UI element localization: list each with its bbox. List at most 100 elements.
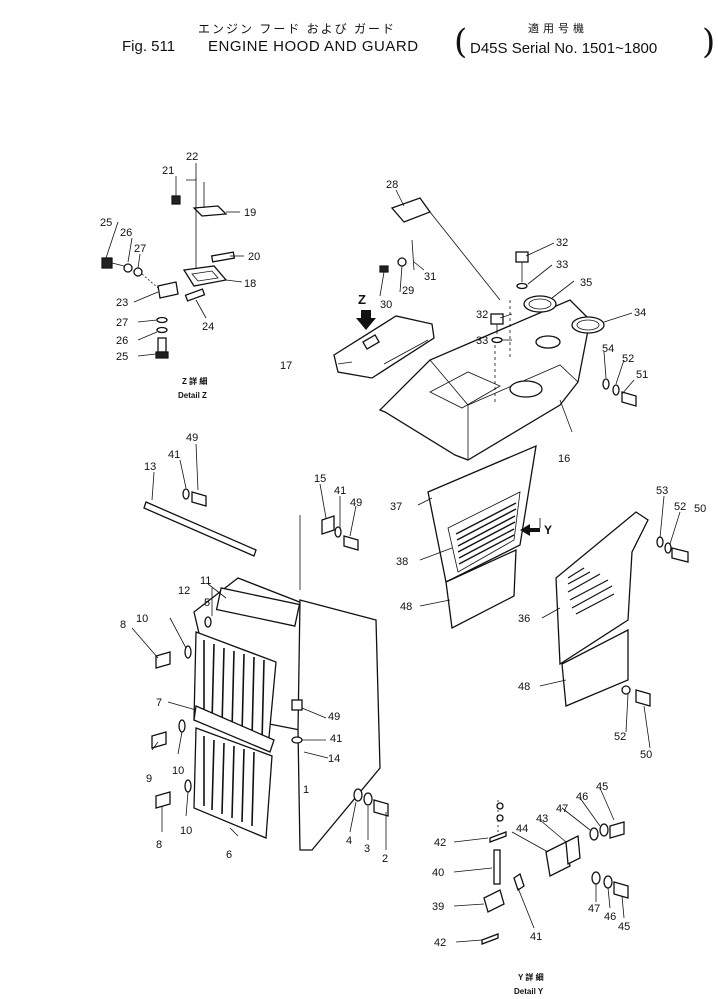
callout-13: 13 (144, 461, 156, 473)
callout-21: 21 (162, 165, 174, 177)
washer-46-upper (599, 823, 609, 837)
guard-36 (555, 511, 649, 666)
latch-18 (182, 265, 228, 287)
callout-6: 6 (226, 849, 232, 861)
bolt-8-lower (155, 791, 171, 809)
callout-49-mid: 49 (350, 497, 362, 509)
callout-28: 28 (386, 179, 398, 191)
detail-z-caption-jp: Z 詳 細 (182, 376, 207, 386)
callout-50-lower: 50 (640, 749, 652, 761)
washer-52-upper (612, 384, 620, 396)
callout-22: 22 (186, 151, 198, 163)
callout-10-b: 10 (172, 765, 184, 777)
callout-29: 29 (402, 285, 414, 297)
detail-z-caption: Detail Z (178, 391, 207, 400)
bolt-32-upper (515, 251, 529, 263)
callout-32-upper: 32 (556, 237, 568, 249)
callout-38: 38 (396, 556, 408, 568)
hood-cover-17 (333, 315, 435, 379)
clip-41 (513, 872, 525, 892)
serial-range: D45S Serial No. 1501~1800 (470, 40, 658, 57)
hood-opening-rear (535, 335, 561, 349)
callout-41-inner: 41 (330, 733, 342, 745)
callout-52-lower: 52 (614, 731, 626, 743)
washer-26 (123, 263, 133, 273)
pin-42-upper (489, 831, 507, 843)
washer-26-lower (156, 326, 168, 334)
callout-18: 18 (244, 278, 256, 290)
view-z-label: Z (358, 292, 366, 307)
callout-51: 51 (636, 369, 648, 381)
callout-1: 1 (303, 784, 309, 796)
washer-41-upper (182, 488, 190, 500)
detail-z-group (101, 178, 236, 359)
callout-37: 37 (390, 501, 402, 513)
callout-20: 20 (248, 251, 260, 263)
callout-16: 16 (558, 453, 570, 465)
callout-25-lower: 25 (116, 351, 128, 363)
bolt-45-lower (613, 881, 629, 899)
callout-54: 54 (602, 343, 614, 355)
radiator-guard-group (143, 488, 389, 851)
right-guard-group (555, 511, 689, 707)
bolt-2 (373, 799, 389, 817)
bolt-50-upper (671, 547, 689, 563)
callout-49-upper: 49 (186, 432, 198, 444)
lower-cover-48-left (445, 548, 517, 630)
detail-y-caption-jp: Y 詳 細 (518, 972, 544, 982)
hood-opening-front (509, 380, 543, 398)
callout-8-lower: 8 (156, 839, 162, 851)
bolt-25-lower (157, 337, 167, 353)
callout-34: 34 (634, 307, 646, 319)
callout-45-lower: 45 (618, 921, 630, 933)
bracket-15 (321, 515, 335, 535)
view-z-arrow (356, 310, 376, 330)
screw-21 (171, 195, 181, 205)
callout-30: 30 (380, 299, 392, 311)
callout-52-mid: 52 (674, 501, 686, 513)
leader-lines (105, 163, 681, 943)
figure-number: Fig. 511 (122, 38, 176, 55)
hood-group (333, 197, 637, 461)
callout-10-c: 10 (180, 825, 192, 837)
pin-40 (493, 849, 501, 885)
callout-48-right: 48 (518, 681, 530, 693)
frame-7 (193, 705, 275, 753)
detail-y-caption: Detail Y (514, 987, 544, 996)
washer-10-b (178, 719, 186, 733)
nut-29 (397, 257, 407, 267)
side-panel-group (427, 444, 540, 630)
plate-11 (215, 587, 301, 627)
washer-3 (363, 792, 373, 806)
callout-23: 23 (116, 297, 128, 309)
callout-50-upper: 50 (694, 503, 706, 515)
callout-33-lower: 33 (476, 335, 488, 347)
callout-39: 39 (432, 901, 444, 913)
callout-27-upper: 27 (134, 243, 146, 255)
lower-cover-48-right (561, 628, 629, 707)
japanese-serial-label: 適用号機 (528, 23, 588, 35)
callout-41-upper: 41 (168, 449, 180, 461)
callout-53: 53 (656, 485, 668, 497)
pin-24 (184, 288, 206, 302)
pin-42-lower (481, 933, 499, 945)
hinge-plate-19 (192, 205, 228, 217)
callout-31: 31 (424, 271, 436, 283)
washer-52-lower (621, 685, 631, 695)
bolt-8-upper (155, 651, 171, 669)
bolt-32-lower (490, 313, 504, 325)
callout-48-left: 48 (400, 601, 412, 613)
washer-53 (656, 536, 664, 548)
serial-bracket-open: ( (454, 22, 468, 62)
callout-10-a: 10 (136, 613, 148, 625)
callout-42-lower: 42 (434, 937, 446, 949)
washer-46-lower (603, 875, 613, 889)
bolt-45-upper (609, 821, 625, 839)
callout-36: 36 (518, 613, 530, 625)
callout-32-lower: 32 (476, 309, 488, 321)
grille-38 (455, 502, 517, 565)
callout-24: 24 (202, 321, 214, 333)
washer-47-lower (591, 871, 601, 885)
grommet-34 (571, 316, 605, 334)
